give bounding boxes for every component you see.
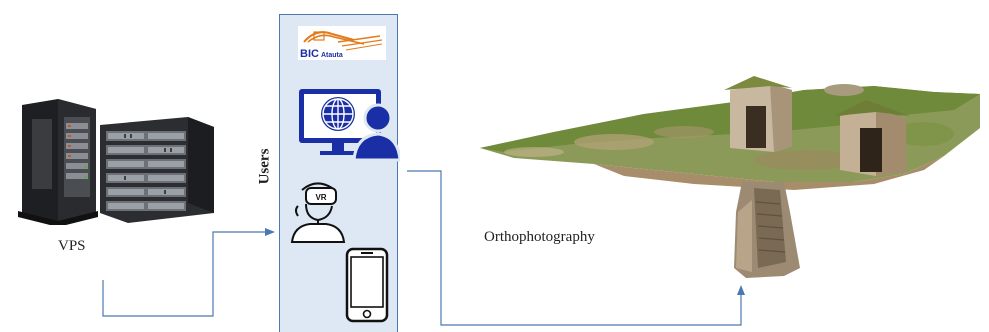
desktop-user-icon [296,86,400,162]
vps-to-users-arrow [95,224,280,320]
vr-text: VR [315,193,326,202]
logo-sub-text: Atauta [321,52,343,59]
bic-atauta-logo: BIC Atauta [298,26,386,60]
orthophotography-3d-model [474,72,984,284]
vps-servers-image [8,95,218,225]
smartphone-icon [345,247,389,323]
logo-main-text: BIC [300,48,319,60]
vps-label: VPS [58,238,86,255]
users-label: Users [257,145,274,189]
vr-headset-user-icon: VR [288,178,346,244]
